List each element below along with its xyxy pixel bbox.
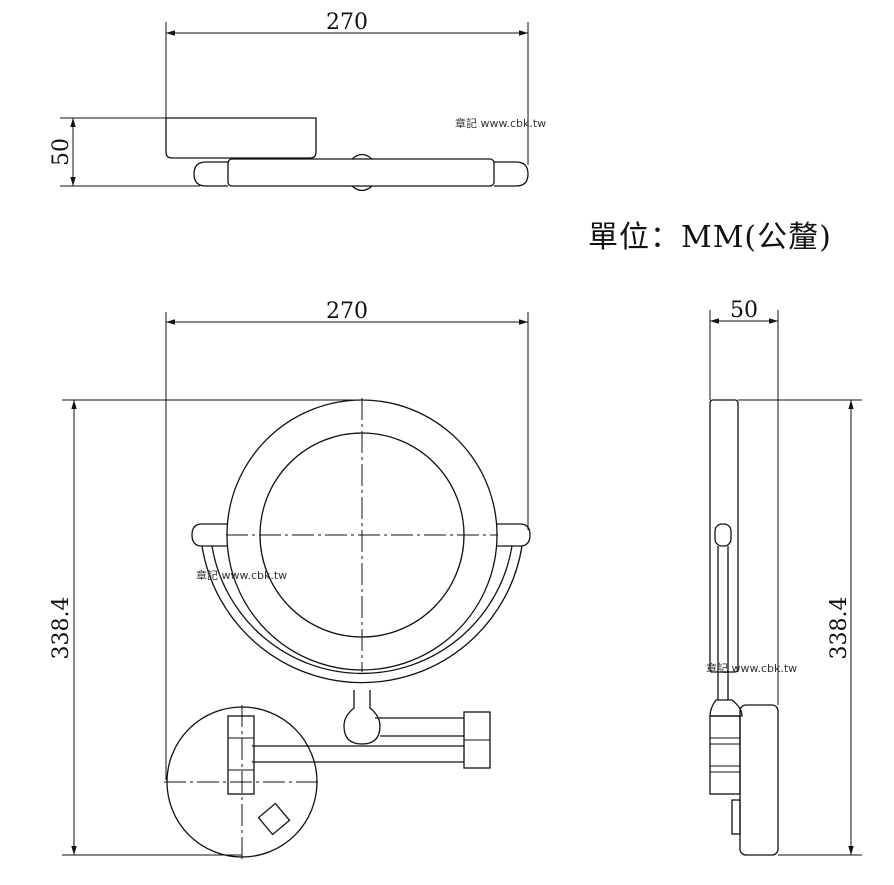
front-left-pivot (191, 523, 228, 547)
side-wall-base (739, 704, 779, 856)
side-neck (709, 699, 743, 717)
side-arm-block (709, 715, 741, 795)
front-view: 270 338.4 章記 www.cbk.tw (49, 299, 531, 862)
frame-inner-arc (211, 545, 513, 675)
top-right-cap (494, 161, 529, 187)
side-pivot-cap (714, 523, 732, 547)
top-hub-upper (351, 153, 373, 160)
unit-label: 單位：MM(公釐) (588, 220, 832, 255)
front-height-label: 338.4 (49, 597, 74, 660)
top-mirror-bar (227, 158, 495, 187)
front-width-label: 270 (326, 299, 368, 324)
top-view: 270 50 章記 www.cbk.tw (49, 10, 546, 192)
base-pivot-block (227, 715, 255, 795)
watermark-top: 章記 www.cbk.tw (455, 116, 546, 130)
top-left-cap (193, 161, 228, 187)
top-depth-label: 50 (49, 138, 74, 166)
top-base-plate (165, 117, 317, 159)
top-width-label: 270 (326, 10, 368, 35)
top-hub-lower (351, 185, 373, 192)
front-right-pivot (496, 523, 531, 547)
frame-outer-arc (201, 545, 523, 684)
side-depth-label: 50 (730, 298, 758, 323)
watermark-front: 章記 www.cbk.tw (196, 568, 287, 582)
side-switch (731, 799, 741, 835)
side-view: 50 338.4 章記 www.cbk.tw (706, 298, 862, 856)
side-mirror-edge (709, 399, 739, 673)
watermark-side: 章記 www.cbk.tw (706, 661, 797, 675)
neck-joint (343, 690, 381, 745)
side-height-label: 338.4 (827, 597, 852, 660)
base-switch-square (257, 802, 291, 836)
